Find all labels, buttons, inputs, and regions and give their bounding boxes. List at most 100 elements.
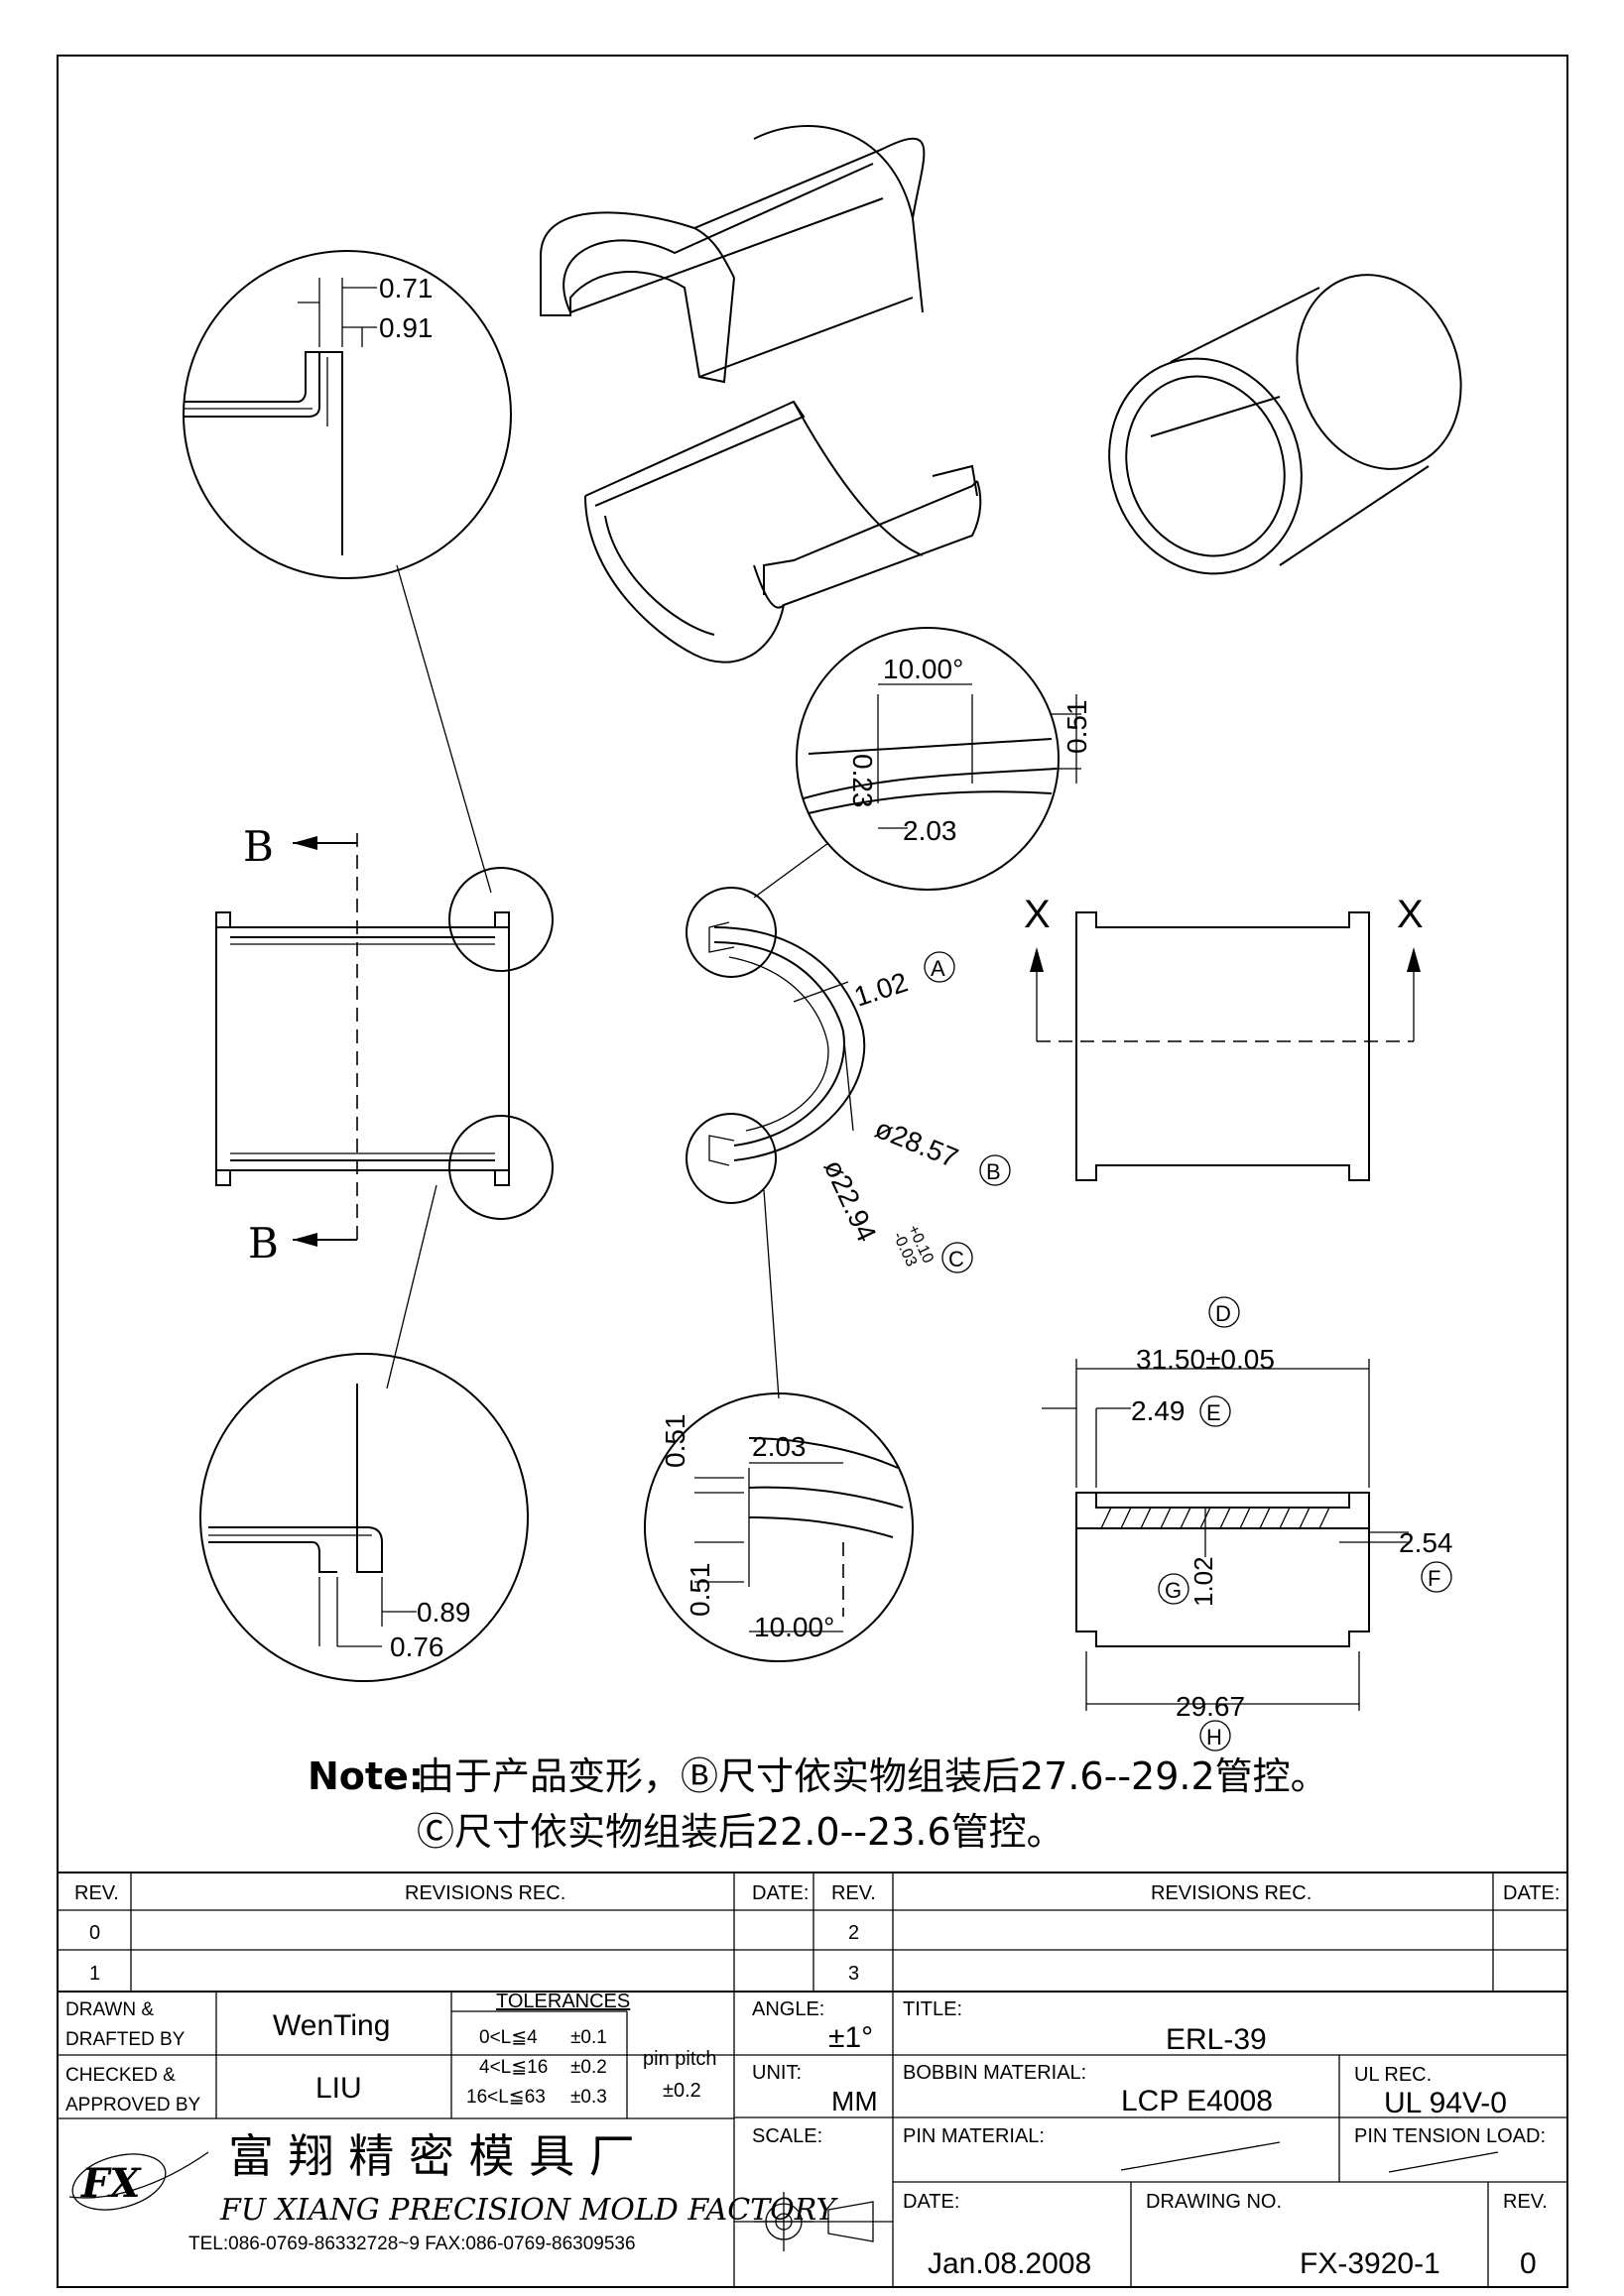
dim-0-71: 0.71 [379, 273, 434, 303]
iso-full-bobbin [1108, 274, 1462, 575]
dim-height-bottom-1: 0.51 [660, 1414, 690, 1469]
tol-range-1: 4<L≦16 [479, 2057, 548, 2078]
tag-e: E [1206, 1400, 1221, 1425]
tol-val-0: ±0.1 [570, 2027, 607, 2048]
pin-material-blank [1120, 2141, 1281, 2171]
unit-label: UNIT: [752, 2062, 802, 2084]
tag-g: G [1165, 1578, 1182, 1603]
rev-row-0: 0 [89, 1922, 100, 1944]
tag-f: F [1428, 1566, 1440, 1591]
section-mark-b-bottom: B [248, 1219, 279, 1268]
checked-label-2: APPROVED BY [65, 2095, 201, 2115]
sheet-border [57, 55, 1568, 2288]
detail-circle-top-left: 0.71 0.91 [183, 250, 512, 579]
date-header-right: DATE: [1503, 1882, 1560, 1904]
detail-circle-top-mid: 10.00° 2.03 0.23 0.51 [796, 627, 1092, 891]
drawn-label-2: DRAFTED BY [65, 2029, 186, 2050]
checked-by: LIU [315, 2072, 362, 2105]
detail-circle-bottom-left: 0.89 0.76 [199, 1353, 529, 1682]
bobbin-val: LCP E4008 [1121, 2085, 1273, 2117]
front-view-left: B B [215, 822, 554, 1268]
drawing-no-label: DRAWING NO. [1146, 2191, 1282, 2213]
bobbin-label: BOBBIN MATERIAL: [903, 2062, 1086, 2084]
dim-height: 2.54 [1399, 1527, 1453, 1558]
projection-symbol [754, 2192, 874, 2251]
dim-0-76: 0.76 [390, 1631, 444, 1662]
rev-header-left: REV. [74, 1882, 119, 1904]
section-mark-x-left: X [1024, 893, 1051, 936]
pin-tension-label: PIN TENSION LOAD: [1354, 2125, 1546, 2147]
dim-width-top: 2.03 [903, 815, 957, 846]
dim-outer: ø28.57 [871, 1113, 962, 1173]
tol-val-2: ±0.3 [570, 2087, 607, 2108]
angle-label: ANGLE: [752, 1998, 824, 2020]
iso-half-shell-top [540, 125, 926, 384]
leader-top-left [396, 564, 492, 894]
dim-0-89: 0.89 [417, 1597, 471, 1628]
section-view-center: 1.02 A ø28.57 B ø22.94 +0.10 -0.03 C [686, 842, 1011, 1399]
dim-flange: 2.49 [1131, 1395, 1186, 1426]
dim-width-bottom: 2.03 [752, 1431, 807, 1462]
tag-h: H [1206, 1725, 1222, 1750]
date-header-left: DATE: [752, 1882, 809, 1904]
tag-d: D [1215, 1301, 1231, 1326]
note-block: Note: 由于产品变形，Ⓑ尺寸依实物组装后27.6--29.2管控。 Ⓒ尺寸依… [308, 1754, 1328, 1854]
title-val: ERL-39 [1166, 2023, 1267, 2056]
drawn-by: WenTing [273, 2009, 390, 2042]
dim-height-top-1: 0.23 [847, 754, 878, 808]
angle-val: ±1° [828, 2021, 873, 2054]
leader-bottom-left [386, 1184, 437, 1390]
ul-label: UL REC. [1354, 2064, 1432, 2086]
company-contact: TEL:086-0769-86332728~9 FAX:086-0769-863… [188, 2234, 636, 2254]
dim-inner-length: 29.67 [1176, 1691, 1245, 1722]
note-label: Note: [308, 1754, 424, 1798]
drawing-no-val: FX-3920-1 [1300, 2247, 1440, 2280]
tol-range-2: 16<L≦63 [466, 2087, 546, 2108]
side-view-right: X X [1024, 893, 1424, 1181]
revisions-header-left: REVISIONS REC. [405, 1882, 565, 1904]
title-label: TITLE: [903, 1998, 962, 2020]
dim-wall: 1.02 [1188, 1556, 1218, 1607]
tag-b: B [986, 1159, 1001, 1184]
pin-material-label: PIN MATERIAL: [903, 2125, 1045, 2147]
rev-label: REV. [1503, 2191, 1548, 2213]
company-en: FU XIANG PRECISION MOLD FACTORY [219, 2193, 838, 2228]
dim-inner: ø22.94 [818, 1154, 883, 1246]
dim-0-91: 0.91 [379, 312, 434, 343]
note-line-2: Ⓒ尺寸依实物组装后22.0--23.6管控。 [417, 1810, 1064, 1854]
title-block: REV. REVISIONS REC. DATE: REV. REVISIONS… [58, 1872, 1567, 2287]
unit-val: MM [831, 2086, 878, 2116]
dim-angle-top: 10.00° [883, 654, 963, 684]
dim-length: 31.50±0.05 [1136, 1344, 1275, 1375]
dim-thickness: 1.02 [850, 966, 911, 1012]
tolerances-label: TOLERANCES [496, 1991, 630, 2012]
section-mark-x-right: X [1397, 893, 1424, 936]
scale-label: SCALE: [752, 2125, 822, 2147]
iso-half-shell-bottom [584, 400, 982, 664]
logo-text: FX [80, 2160, 142, 2207]
tag-a: A [931, 956, 945, 981]
rev-row-3: 3 [848, 1963, 859, 1985]
section-view-x: D 31.50±0.05 2.49 E 2.54 F 1.02 G 29.67 … [1042, 1296, 1453, 1752]
detail-circle-bottom-mid: 0.51 0.51 2.03 10.00° [644, 1392, 914, 1662]
rev-row-1: 1 [89, 1963, 100, 1985]
checked-label-1: CHECKED & [65, 2065, 176, 2086]
tol-val-1: ±0.2 [570, 2057, 607, 2078]
tol-range-0: 0<L≦4 [479, 2027, 538, 2048]
dim-angle-bottom: 10.00° [754, 1612, 834, 1642]
rev-val: 0 [1520, 2247, 1537, 2280]
company-cn: 富 翔 精 密 模 具 厂 [228, 2129, 635, 2183]
note-line-1: 由于产品变形，Ⓑ尺寸依实物组装后27.6--29.2管控。 [417, 1754, 1328, 1798]
rev-row-2: 2 [848, 1922, 859, 1944]
dim-height-bottom-2: 0.51 [685, 1563, 715, 1618]
rev-header-right: REV. [831, 1882, 876, 1904]
drawn-label-1: DRAWN & [65, 1999, 154, 2020]
date-label: DATE: [903, 2191, 959, 2213]
pin-pitch-label: pin pitch [643, 2048, 717, 2070]
company-logo: FX [68, 2151, 209, 2211]
pin-pitch-val: ±0.2 [663, 2080, 701, 2102]
pin-tension-blank [1388, 2151, 1499, 2173]
section-mark-b-top: B [243, 822, 274, 871]
date-val: Jan.08.2008 [928, 2247, 1091, 2280]
